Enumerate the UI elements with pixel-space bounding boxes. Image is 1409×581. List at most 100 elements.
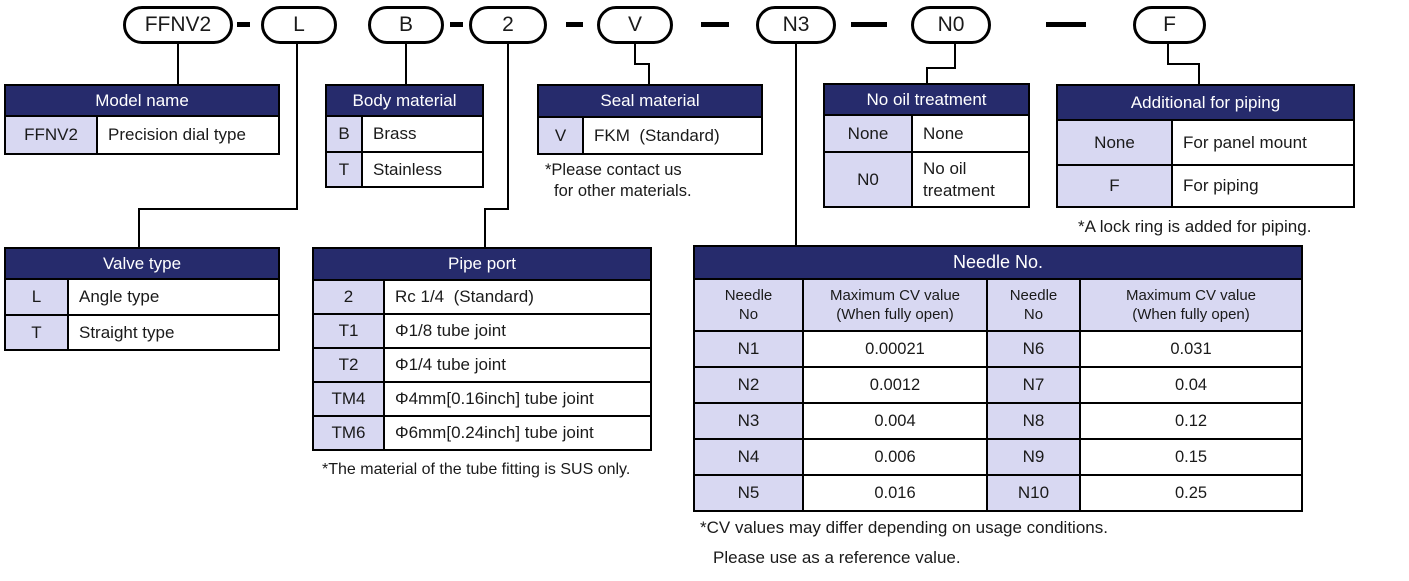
description-cell: Stainless bbox=[361, 151, 484, 188]
table-row: T Straight type bbox=[4, 314, 280, 351]
model-name-table: Model name FFNV2 Precision dial type bbox=[4, 84, 280, 155]
connector-line bbox=[795, 42, 797, 246]
code-segment-label: L bbox=[293, 13, 305, 36]
table-row: N3 0.004 N8 0.12 bbox=[693, 402, 1303, 440]
no-oil-treatment-table: No oil treatment None None N0 No oil tre… bbox=[823, 83, 1030, 208]
column-header-label: Needle No bbox=[724, 286, 773, 324]
seal-material-table: Seal material V FKM (Standard) bbox=[537, 84, 763, 155]
pipe-port-table: Pipe port 2 Rc 1/4 (Standard) T1 Φ1/8 tu… bbox=[311, 247, 653, 451]
table-title: No oil treatment bbox=[823, 83, 1030, 116]
table-row: V FKM (Standard) bbox=[537, 116, 763, 155]
cv-value-cell: 0.25 bbox=[1079, 474, 1303, 512]
code-segment-model: FFNV2 bbox=[123, 6, 233, 44]
needle-no-column-header: Needle No bbox=[693, 278, 804, 332]
column-header-label: (When fully open) bbox=[1132, 306, 1250, 323]
cv-value-cell: 0.004 bbox=[802, 402, 988, 440]
cv-value-cell: 0.006 bbox=[802, 438, 988, 476]
valve-type-table: Valve type L Angle type T Straight type bbox=[4, 247, 280, 351]
additional-for-piping-note: *A lock ring is added for piping. bbox=[1078, 217, 1312, 236]
code-segment-label: N0 bbox=[937, 13, 965, 36]
needle-table-subheader-row: Needle No Maximum CV value (When fully o… bbox=[693, 278, 1303, 332]
description-cell: Φ6mm[0.24inch] tube joint bbox=[382, 415, 653, 451]
connector-line bbox=[484, 208, 486, 248]
description-cell: For panel mount bbox=[1170, 119, 1356, 166]
needle-no-column-header: Needle No bbox=[986, 278, 1081, 332]
code-segment-label: 2 bbox=[502, 13, 514, 36]
cv-value-cell: 0.04 bbox=[1079, 366, 1303, 404]
connector-line bbox=[634, 44, 636, 65]
table-row: T Stainless bbox=[325, 151, 484, 188]
table-row: N0 No oil treatment bbox=[823, 151, 1030, 208]
table-title: Model name bbox=[4, 84, 280, 117]
code-cell: 2 bbox=[312, 279, 385, 315]
connector-line bbox=[177, 44, 179, 85]
description-cell: Straight type bbox=[67, 314, 280, 351]
body-material-table: Body material B Brass T Stainless bbox=[325, 84, 484, 188]
table-row: TM6 Φ6mm[0.24inch] tube joint bbox=[312, 415, 653, 451]
code-segment-valve-type: L bbox=[261, 6, 337, 44]
table-row: B Brass bbox=[325, 115, 484, 153]
code-separator bbox=[851, 22, 887, 27]
code-cell: T bbox=[4, 314, 69, 351]
column-header-label: Needle No bbox=[1009, 286, 1058, 324]
code-separator bbox=[566, 22, 583, 27]
table-row: N5 0.016 N10 0.25 bbox=[693, 474, 1303, 512]
needle-cell: N5 bbox=[693, 474, 804, 512]
needle-cell: N3 bbox=[693, 402, 804, 440]
cv-value-cell: 0.15 bbox=[1079, 438, 1303, 476]
code-segment-label: F bbox=[1163, 13, 1176, 36]
additional-for-piping-table: Additional for piping None For panel mou… bbox=[1055, 84, 1356, 208]
cv-value-cell: 0.031 bbox=[1079, 330, 1303, 368]
description-cell: Φ1/8 tube joint bbox=[382, 313, 653, 349]
needle-cell: N2 bbox=[693, 366, 804, 404]
description-cell: Precision dial type bbox=[96, 115, 280, 155]
code-cell: None bbox=[1056, 119, 1173, 166]
code-segment-needle-no: N3 bbox=[756, 6, 836, 44]
needle-cell: N10 bbox=[986, 474, 1081, 512]
table-title: Additional for piping bbox=[1055, 84, 1356, 121]
connector-line bbox=[634, 63, 650, 65]
table-row: T1 Φ1/8 tube joint bbox=[312, 313, 653, 349]
needle-no-note: Please use as a reference value. bbox=[713, 548, 961, 567]
code-cell: B bbox=[325, 115, 363, 153]
connector-line bbox=[1167, 42, 1169, 65]
table-title: Pipe port bbox=[311, 247, 653, 281]
description-cell: Φ4mm[0.16inch] tube joint bbox=[382, 381, 653, 417]
table-row: F For piping bbox=[1056, 164, 1356, 208]
pipe-port-note: *The material of the tube fitting is SUS… bbox=[322, 461, 631, 478]
code-cell: T bbox=[325, 151, 363, 188]
code-cell: V bbox=[537, 116, 584, 155]
needle-cell: N6 bbox=[986, 330, 1081, 368]
table-row: N1 0.00021 N6 0.031 bbox=[693, 330, 1303, 368]
table-row: None None bbox=[823, 114, 1030, 153]
cv-value-cell: 0.0012 bbox=[802, 366, 988, 404]
connector-line bbox=[296, 44, 298, 210]
code-segment-label: B bbox=[398, 13, 413, 36]
needle-no-note: *CV values may differ depending on usage… bbox=[700, 518, 1108, 537]
description-cell: None bbox=[911, 114, 1030, 153]
cv-column-header: Maximum CV value (When fully open) bbox=[802, 278, 988, 332]
table-row: N2 0.0012 N7 0.04 bbox=[693, 366, 1303, 404]
connector-line bbox=[138, 208, 298, 210]
connector-line bbox=[926, 67, 956, 69]
table-row: TM4 Φ4mm[0.16inch] tube joint bbox=[312, 381, 653, 417]
code-segment-body-material: B bbox=[368, 6, 444, 44]
needle-cell: N9 bbox=[986, 438, 1081, 476]
seal-material-note: for other materials. bbox=[554, 182, 692, 200]
connector-line bbox=[954, 42, 956, 69]
column-header-label: Maximum CV value bbox=[1125, 286, 1257, 304]
needle-cell: N8 bbox=[986, 402, 1081, 440]
code-cell: None bbox=[823, 114, 913, 153]
connector-line bbox=[926, 67, 928, 84]
table-row: FFNV2 Precision dial type bbox=[4, 115, 280, 155]
code-segment-label: FFNV2 bbox=[144, 13, 212, 36]
connector-line bbox=[1198, 63, 1200, 86]
description-cell: FKM (Standard) bbox=[582, 116, 763, 155]
needle-no-table: Needle No. Needle No Maximum CV value (W… bbox=[693, 245, 1303, 512]
cv-value-cell: 0.12 bbox=[1079, 402, 1303, 440]
table-row: N4 0.006 N9 0.15 bbox=[693, 438, 1303, 476]
table-title: Seal material bbox=[537, 84, 763, 118]
description-cell: Angle type bbox=[67, 278, 280, 316]
connector-line bbox=[507, 44, 509, 210]
code-cell: L bbox=[4, 278, 69, 316]
